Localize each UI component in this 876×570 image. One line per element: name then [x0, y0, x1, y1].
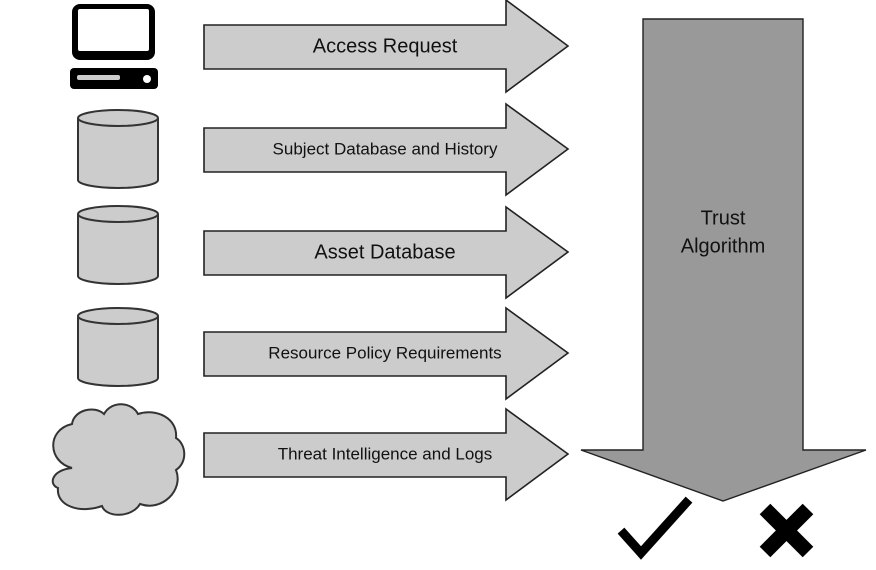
- computer-icon: [70, 4, 158, 89]
- input-arrow-asset-database: Asset Database: [203, 205, 570, 300]
- input-arrow-subject-database: Subject Database and History: [203, 102, 570, 197]
- trust-label-line2: Algorithm: [681, 235, 765, 257]
- trust-label-line1: Trust: [701, 207, 746, 229]
- input-label: Access Request: [313, 35, 458, 57]
- input-arrow-threat-intelligence: Threat Intelligence and Logs: [203, 407, 570, 502]
- input-label: Threat Intelligence and Logs: [278, 444, 493, 463]
- database-icon: [77, 205, 159, 285]
- input-label: Asset Database: [314, 241, 455, 263]
- cross-icon: [759, 503, 814, 558]
- trust-algorithm-arrow: Trust Algorithm: [580, 18, 867, 502]
- cloud-icon: [51, 403, 186, 516]
- input-arrow-resource-policy: Resource Policy Requirements: [203, 306, 570, 401]
- checkmark-icon: [617, 496, 693, 560]
- input-label: Resource Policy Requirements: [268, 343, 501, 362]
- input-label: Subject Database and History: [273, 139, 498, 158]
- database-icon: [77, 109, 159, 189]
- input-arrow-access-request: Access Request: [203, 0, 570, 94]
- database-icon: [77, 307, 159, 387]
